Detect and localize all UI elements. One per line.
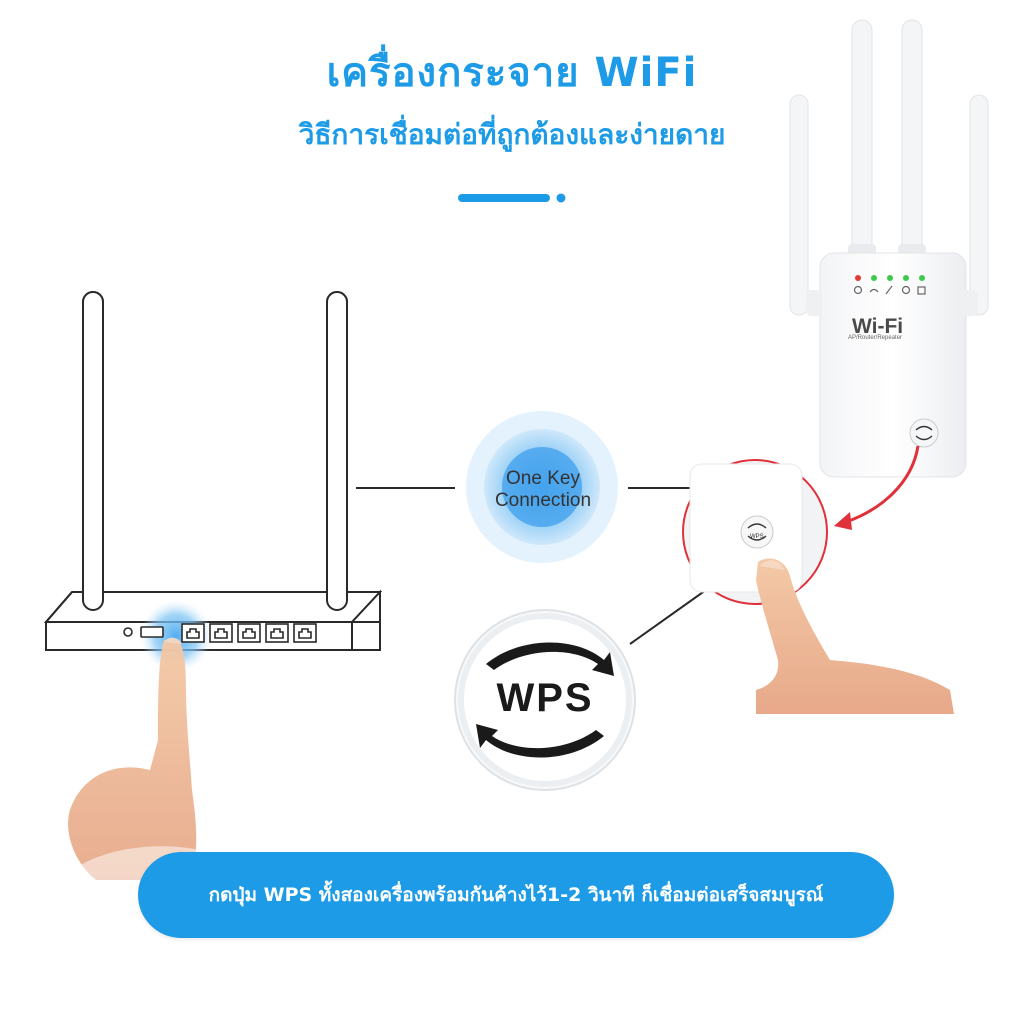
- instruction-banner: กดปุ่ม WPS ทั้งสองเครื่องพร้อมกันค้างไว้…: [138, 852, 894, 938]
- extender-antenna-1: [789, 94, 809, 316]
- extender-body: [819, 252, 967, 478]
- led-power: [855, 275, 861, 281]
- zoom-wps-label: WPS: [750, 534, 764, 540]
- extender-antenna-3: [901, 19, 923, 271]
- one-key-label: One Key Connection: [494, 468, 592, 511]
- hand-right: [756, 558, 954, 714]
- hand-left: [60, 637, 200, 880]
- title-divider: [458, 193, 566, 203]
- red-arrow: [845, 445, 920, 524]
- wps-arrow-bottom-icon: [476, 724, 604, 758]
- wps-arrow-top-icon: [486, 642, 614, 676]
- led-wifi: [871, 275, 877, 281]
- instruction-text: กดปุ่ม WPS ทั้งสองเครื่องพร้อมกันค้างไว้…: [208, 884, 824, 906]
- wps-badge: [454, 609, 636, 791]
- page-subtitle: วิธีการเชื่อมต่อที่ถูกต้องและง่ายดาย: [298, 118, 726, 151]
- extender-model: AP/Router/Repeater: [848, 335, 902, 341]
- extender-antenna-4: [969, 94, 989, 316]
- led-lan: [903, 275, 909, 281]
- press-glow: [140, 600, 212, 672]
- zoom-circle: WPS: [682, 459, 828, 605]
- extender-antenna-2: [851, 19, 873, 271]
- one-key-badge: [466, 411, 618, 563]
- router-ports: [123, 623, 317, 643]
- page-title: เครื่องกระจาย WiFi: [326, 50, 698, 96]
- extender: [789, 19, 989, 478]
- led-wps: [887, 275, 893, 281]
- led-wan: [919, 275, 925, 281]
- red-arrow-head-icon: [834, 512, 852, 530]
- line-wps-zoom: [629, 589, 707, 645]
- wps-big-label: WPS: [496, 676, 594, 720]
- extender-brand: Wi-Fi: [852, 315, 903, 338]
